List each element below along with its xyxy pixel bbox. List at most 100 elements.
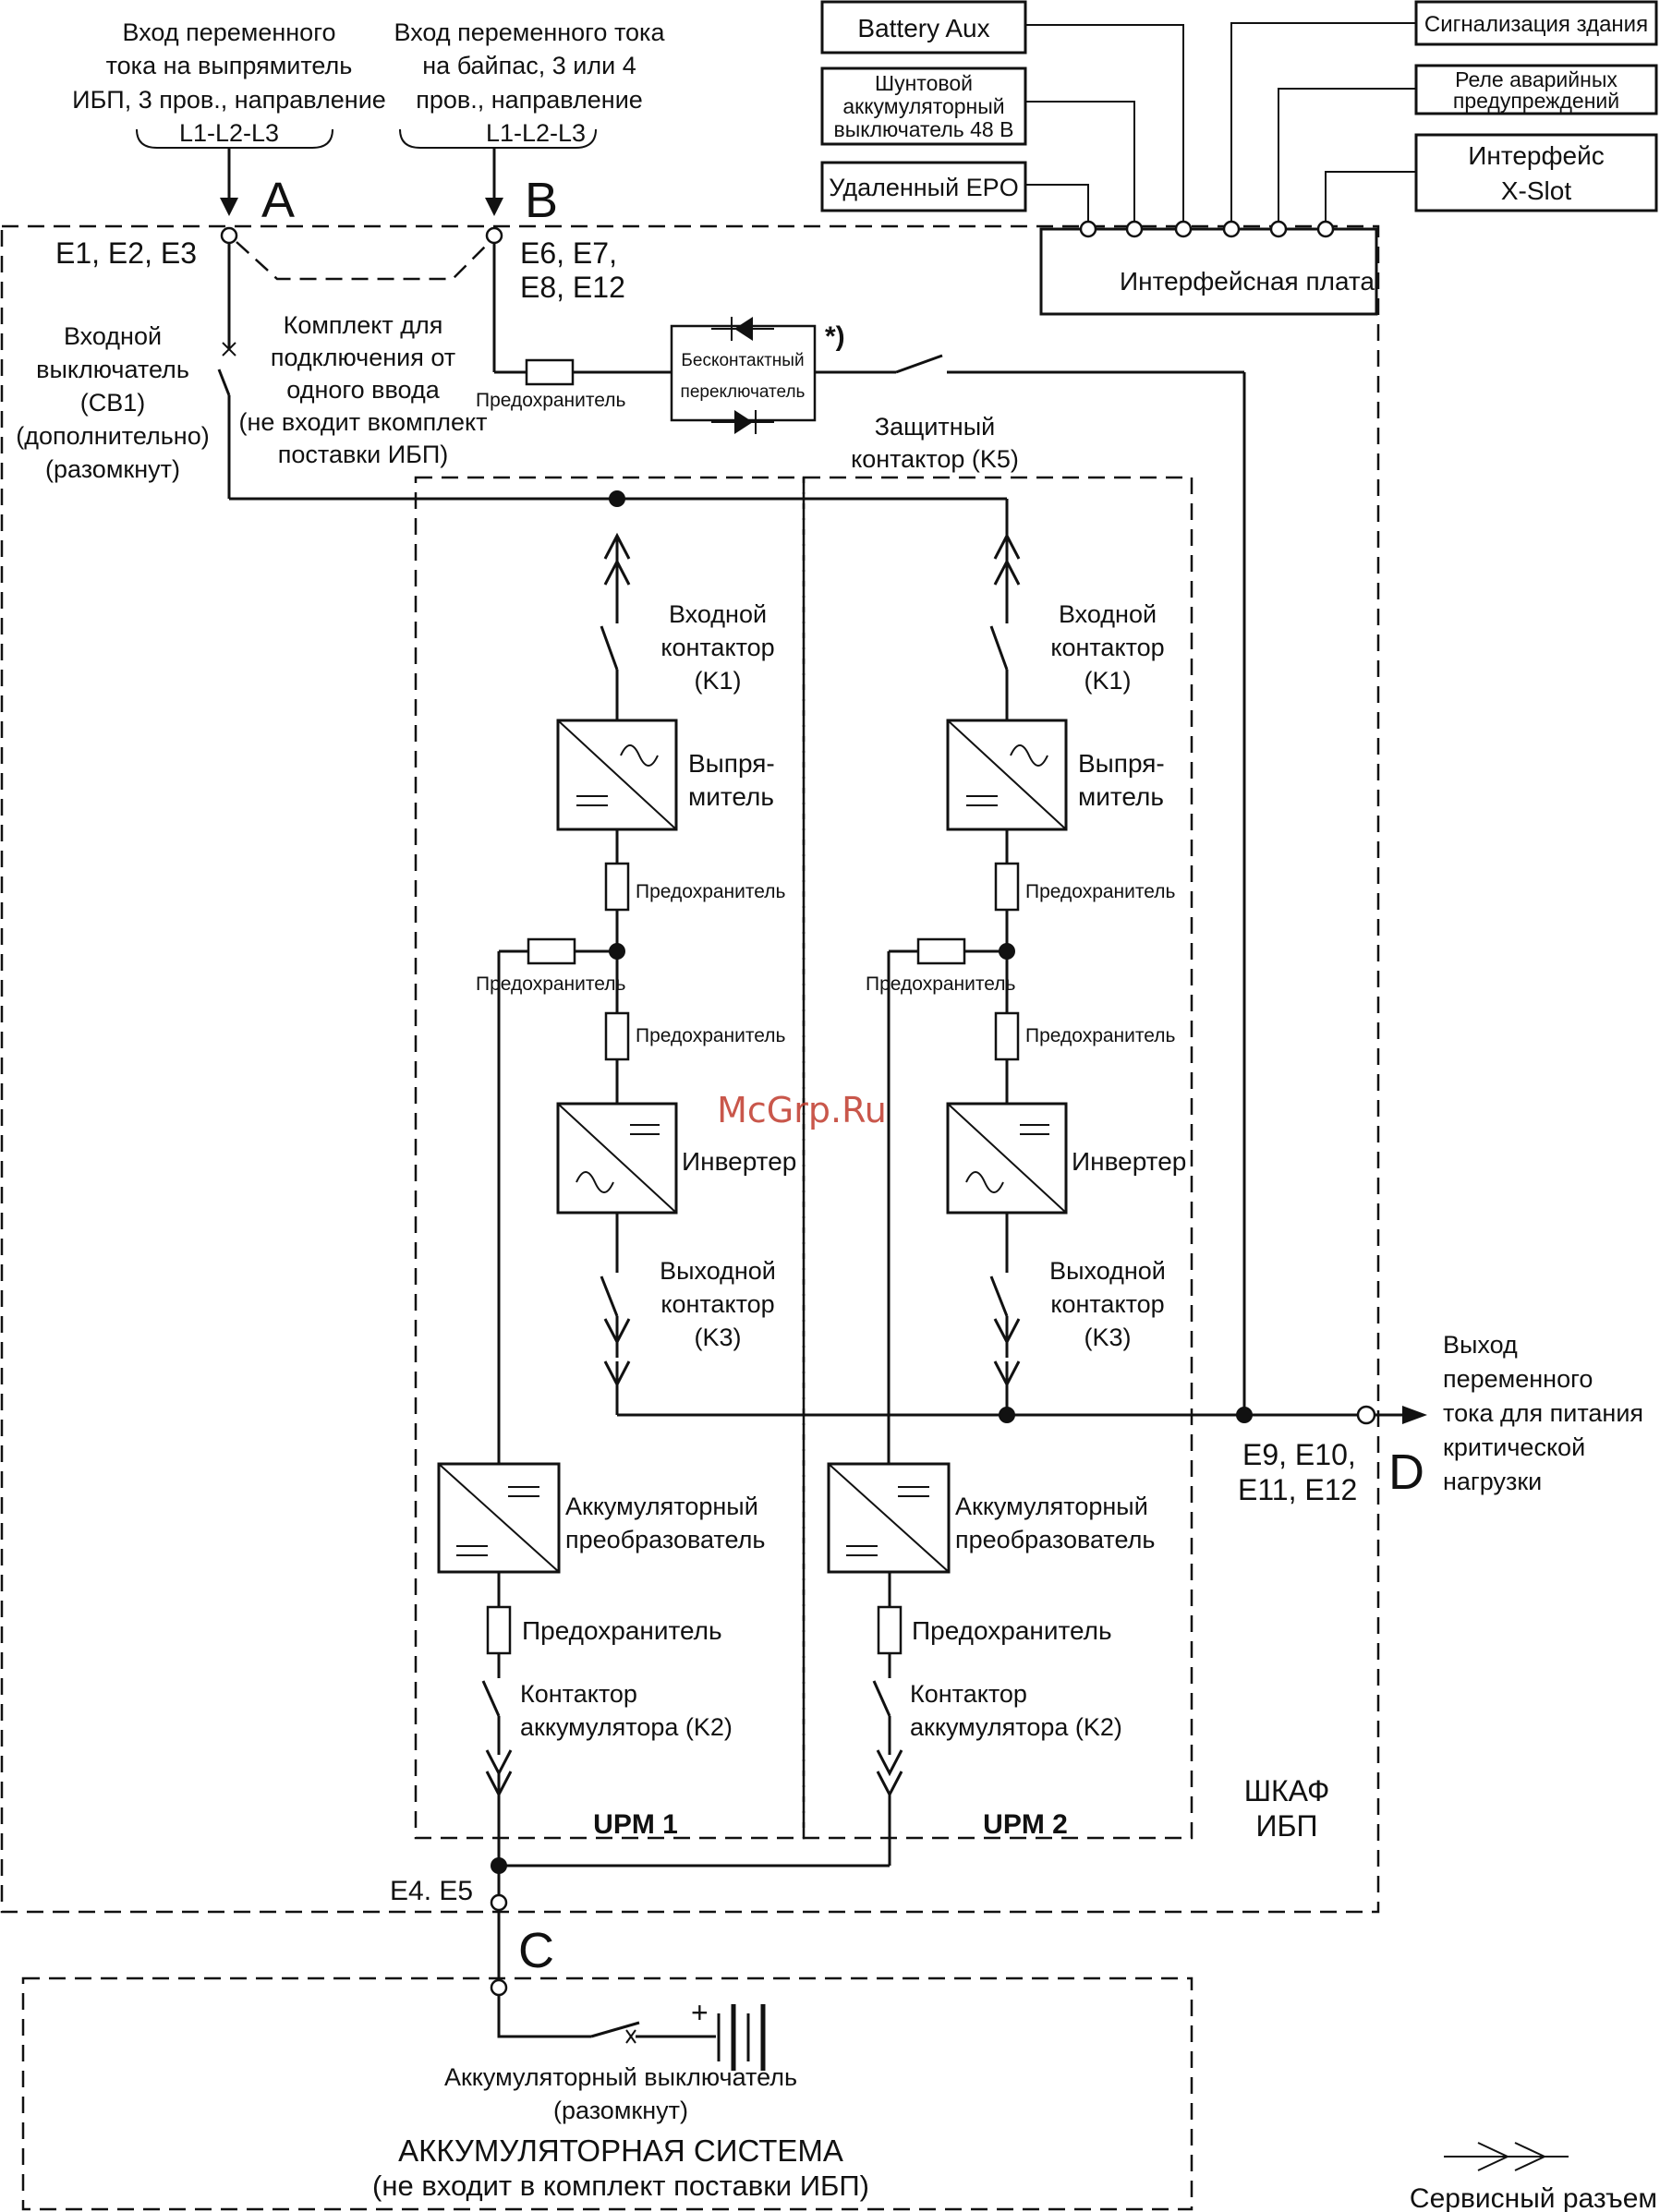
xslot-label-1: Интерфейс xyxy=(1468,141,1605,170)
upm2-battery-converter-label-2: преобразователь xyxy=(955,1526,1155,1553)
svg-text:на байпас, 3 или 4: на байпас, 3 или 4 xyxy=(422,52,636,79)
upm1-battery-converter xyxy=(437,1462,561,1574)
shunt-trip-label-3: выключатель 48 В xyxy=(834,117,1014,141)
upm2-output-contactor-label-1: Выходной xyxy=(1049,1257,1166,1285)
bypass-input-label: Вход переменного тока на байпас, 3 или 4… xyxy=(394,18,666,147)
rectifier-bus-junction xyxy=(609,490,625,507)
remote-epo-label: Удаленный EPO xyxy=(829,174,1018,201)
svg-text:(не входит вкомплект: (не входит вкомплект xyxy=(239,408,488,436)
svg-text:тока на выпрямитель: тока на выпрямитель xyxy=(106,52,353,79)
upm2-battery-converter-label-1: Аккумуляторный xyxy=(955,1493,1148,1520)
upm1-battery-fuse xyxy=(486,1605,512,1655)
svg-text:(разомкнут): (разомкнут) xyxy=(45,455,180,483)
svg-text:критической: критической xyxy=(1443,1433,1585,1461)
upm1-output-contactor-label-3: (K3) xyxy=(694,1324,741,1351)
upm1-inverter xyxy=(556,1102,678,1215)
upm2-battery-branch-fuse xyxy=(916,937,966,965)
upm2-inverter-label: Инвертер xyxy=(1072,1147,1186,1176)
svg-text:Выход: Выход xyxy=(1443,1331,1518,1359)
svg-text:L1-L2-L3: L1-L2-L3 xyxy=(179,119,279,147)
battery-system-subtitle: (не входит в комплект поставки ИБП) xyxy=(372,2170,869,2202)
static-switch-thyristor-icon xyxy=(711,317,774,434)
upm1-input-contactor-k1-icon xyxy=(600,625,619,671)
upm1-inverter-fuse xyxy=(604,1011,630,1061)
terminals-e8-e12-label: E8, E12 xyxy=(520,271,625,304)
bypass-input-arrow-icon xyxy=(485,198,503,216)
upm2-battery-branch-fuse-label: Предохранитель xyxy=(866,973,1015,995)
backfeed-contactor-label-1: Защитный xyxy=(875,413,995,441)
svg-text:(дополнительно): (дополнительно) xyxy=(16,422,209,450)
terminals-e9-e11-label: E9, E10, xyxy=(1242,1438,1356,1471)
svg-text:ИБП, 3 пров., направление: ИБП, 3 пров., направление xyxy=(72,86,386,114)
terminals-e11-e12-label: E11, E12 xyxy=(1238,1473,1357,1506)
upm2-input-contactor-label-2: контактор xyxy=(1050,634,1164,661)
battery-plus-sign: + xyxy=(691,1996,709,2029)
upm2-battery-contactor-label-2: аккумулятора (K2) xyxy=(910,1713,1122,1741)
xslot-box xyxy=(1414,133,1658,212)
upm2-rectifier-label-1: Выпря- xyxy=(1078,749,1165,778)
input-breaker-label: Входной выключатель (CB1) (дополнительно… xyxy=(16,322,209,483)
rectifier-input-arrow-icon xyxy=(220,198,238,216)
svg-text:выключатель: выключатель xyxy=(36,356,189,383)
interface-board xyxy=(1039,227,1378,316)
single-feed-kit-link xyxy=(236,241,491,281)
remote-epo-box xyxy=(820,161,1027,212)
bypass-fuse xyxy=(525,358,575,386)
output-bus-junction-bypass xyxy=(1236,1407,1253,1423)
battery-system-title: АККУМУЛЯТОРНАЯ СИСТЕМА xyxy=(398,2133,843,2168)
alarm-relay-label-2: предупреждений xyxy=(1453,89,1619,113)
shunt-trip-label-1: Шунтовой xyxy=(875,71,973,95)
svg-text:Комплект для: Комплект для xyxy=(284,311,443,339)
marker-b: B xyxy=(525,173,558,228)
rectifier-input-bracket xyxy=(136,128,333,149)
upm2-battery-fuse-label: Предохранитель xyxy=(912,1616,1112,1645)
svg-text:пров., направление: пров., направление xyxy=(416,86,643,114)
upm1-input-contactor-label-3: (K1) xyxy=(694,667,741,695)
upm1-rectifier-label-1: Выпря- xyxy=(688,749,775,778)
input-breaker-cb1-icon xyxy=(217,243,236,499)
battery-breaker-label-2: (разомкнут) xyxy=(553,2097,688,2124)
svg-text:L1-L2-L3: L1-L2-L3 xyxy=(486,119,586,147)
battery-system-terminal xyxy=(490,1978,508,1997)
upm2-boundary xyxy=(802,476,1194,1840)
upm2-inverter-fuse xyxy=(994,1011,1020,1061)
marker-c: C xyxy=(518,1923,554,1978)
static-switch xyxy=(670,324,817,422)
svg-text:подключения от: подключения от xyxy=(271,344,455,371)
terminals-e1-e3-label: E1, E2, E3 xyxy=(55,236,197,270)
svg-text:переменного: переменного xyxy=(1443,1365,1593,1393)
upm2-battery-contactor-k2-icon xyxy=(872,1680,891,1717)
upm1-rectifier-fuse xyxy=(604,862,630,912)
upm2-rectifier-fuse xyxy=(994,862,1020,912)
upm1-battery-contactor-label-1: Контактор xyxy=(520,1680,637,1708)
upm1-battery-contactor-label-2: аккумулятора (K2) xyxy=(520,1713,733,1741)
upm2-battery-fuse xyxy=(877,1605,903,1655)
upm1-output-contactor-k3-icon xyxy=(600,1275,619,1317)
upm1-battery-converter-label-2: преобразователь xyxy=(565,1526,765,1553)
upm1-inverter-label: Инвертер xyxy=(682,1147,796,1176)
service-connector-legend-label: Сервисный разъем xyxy=(1410,2183,1657,2212)
battery-breaker-icon xyxy=(497,1995,716,2044)
single-feed-kit-label: Комплект для подключения от одного ввода… xyxy=(239,311,488,468)
backfeed-contactor-label-2: контактор (K5) xyxy=(851,445,1019,473)
terminal-e6-e12-bypass xyxy=(485,226,503,245)
upm2-input-contactor-k1-icon xyxy=(989,625,1009,671)
svg-text:Входной: Входной xyxy=(64,322,162,350)
shunt-trip-box xyxy=(820,66,1027,146)
svg-text:Вход переменного: Вход переменного xyxy=(123,18,336,46)
shunt-trip-label-2: аккумуляторный xyxy=(842,94,1004,118)
upm1-output-contactor-label-2: контактор xyxy=(660,1290,774,1318)
marker-d: D xyxy=(1388,1444,1424,1500)
output-label: Выход переменного тока для питания крити… xyxy=(1443,1331,1643,1495)
upm2-output-contactor-k3-icon xyxy=(989,1275,1009,1317)
upm2-battery-converter xyxy=(827,1462,951,1574)
upm2 xyxy=(827,499,1068,1798)
service-connector-legend-icon xyxy=(1444,2142,1569,2171)
footnote-mark: *) xyxy=(825,321,845,352)
upm1-battery-contactor-k2-icon xyxy=(481,1680,501,1717)
interface-board-label: Интерфейсная плата xyxy=(1120,267,1375,296)
upm2-inverter xyxy=(946,1102,1068,1215)
svg-text:(CB1): (CB1) xyxy=(80,389,146,417)
static-switch-label-2: переключатель xyxy=(681,382,806,402)
upm1-battery-fuse-label: Предохранитель xyxy=(522,1616,722,1645)
